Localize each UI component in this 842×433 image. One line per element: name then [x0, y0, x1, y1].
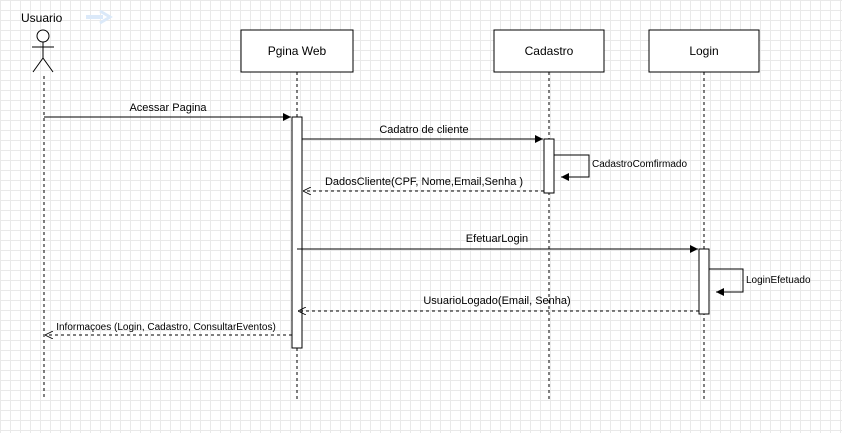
message-label: DadosCliente(CPF, Nome,Email,Senha ): [325, 176, 523, 188]
message-label: EfetuarLogin: [466, 233, 528, 245]
participant-label: Cadastro: [525, 44, 574, 58]
message-arrow: [709, 268, 744, 296]
participant-box: [240, 29, 354, 73]
message-label: Cadatro de cliente: [379, 124, 468, 136]
message-cadatro-de-cliente[interactable]: Cadatro de cliente: [302, 124, 543, 143]
participant-pgina-web[interactable]: Pgina Web: [240, 29, 354, 400]
message-informacoes[interactable]: Informaçoes (Login, Cadastro, ConsultarE…: [45, 322, 292, 335]
message-label: Acessar Pagina: [129, 102, 207, 114]
message-dados-cliente[interactable]: DadosCliente(CPF, Nome,Email,Senha ): [303, 176, 544, 191]
participant-login[interactable]: Login: [648, 29, 760, 400]
message-efetuar-login[interactable]: EfetuarLogin: [297, 233, 698, 253]
message-label: Informaçoes (Login, Cadastro, ConsultarE…: [56, 322, 276, 333]
stick-figure-icon: [32, 29, 54, 73]
message-usuario-logado[interactable]: UsuarioLogado(Email, Senha): [298, 295, 699, 311]
participant-cadastro[interactable]: Cadastro: [493, 29, 605, 400]
activation-bar: [543, 138, 555, 194]
message-label: UsuarioLogado(Email, Senha): [423, 295, 570, 307]
message-login-efetuado[interactable]: LoginEfetuado: [709, 268, 811, 296]
activation-bar: [698, 248, 710, 315]
participant-label: Pgina Web: [268, 44, 327, 58]
actor-usuario[interactable]: Usuario: [21, 11, 63, 400]
message-label: LoginEfetuado: [746, 275, 811, 286]
activation-bar: [291, 116, 303, 349]
participant-box: [648, 29, 760, 73]
message-label: CadastroComfirmado: [592, 159, 687, 170]
participant-label: Login: [689, 44, 718, 58]
message-acessar-pagina[interactable]: Acessar Pagina: [44, 102, 291, 121]
participant-box: [493, 29, 605, 73]
actor-label: Usuario: [21, 11, 63, 25]
hint-arrow-icon: [86, 9, 113, 25]
message-arrow: [554, 154, 590, 181]
message-cadastro-comfirmado[interactable]: CadastroComfirmado: [554, 154, 687, 181]
